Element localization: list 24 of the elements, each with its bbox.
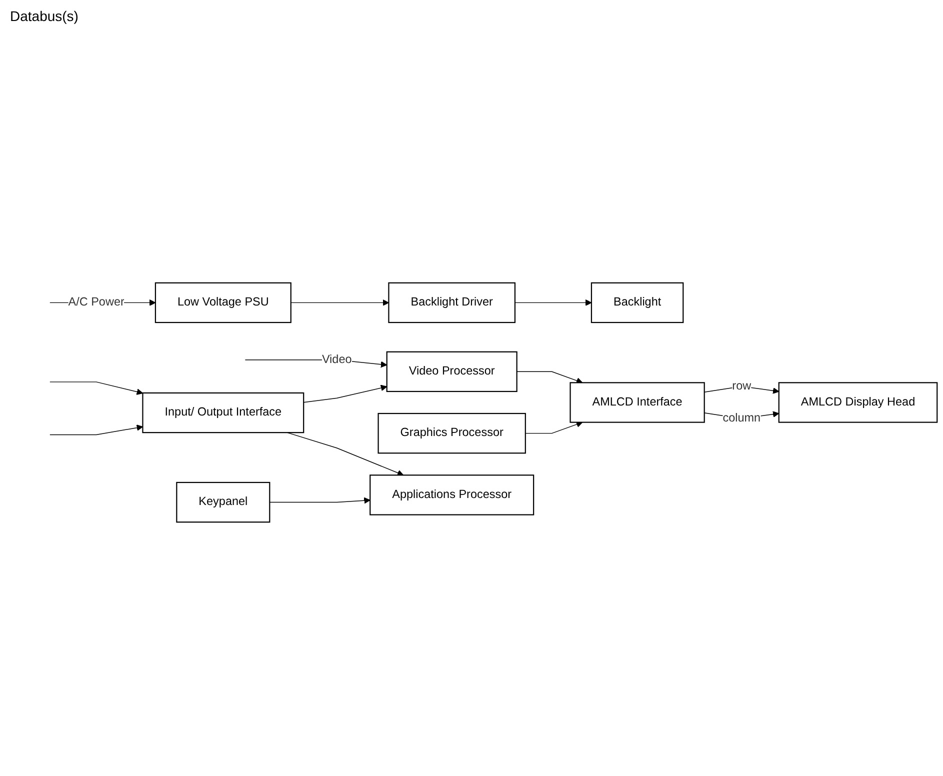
node-box: Keypanel [176,481,270,522]
arrow [514,298,592,306]
arrow [269,496,370,504]
note-text: Databus(s) [10,8,78,24]
arrow [50,381,144,394]
arrow [516,370,583,384]
node-box: AMLCD Interface [570,382,705,422]
node-box: AMLCD Display Head [778,382,938,422]
arrow [525,420,583,434]
edge-label: Video [322,352,352,366]
node-box: Low Voltage PSU [154,282,292,323]
node-box: Applications Processor [370,474,534,515]
node-box: Graphics Processor [378,412,526,454]
node-box: Video Processor [386,350,518,392]
node-box: Backlight [590,282,684,323]
arrow [286,432,404,476]
edge-label: A/C Power [68,296,124,308]
arrow [290,298,390,306]
node-box: Input/ Output Interface [142,392,304,433]
edge-label: column [722,412,761,424]
node-box: Backlight Driver [388,282,516,323]
arrow [50,424,144,435]
arrow [303,384,388,402]
edge-label: row [732,379,752,392]
